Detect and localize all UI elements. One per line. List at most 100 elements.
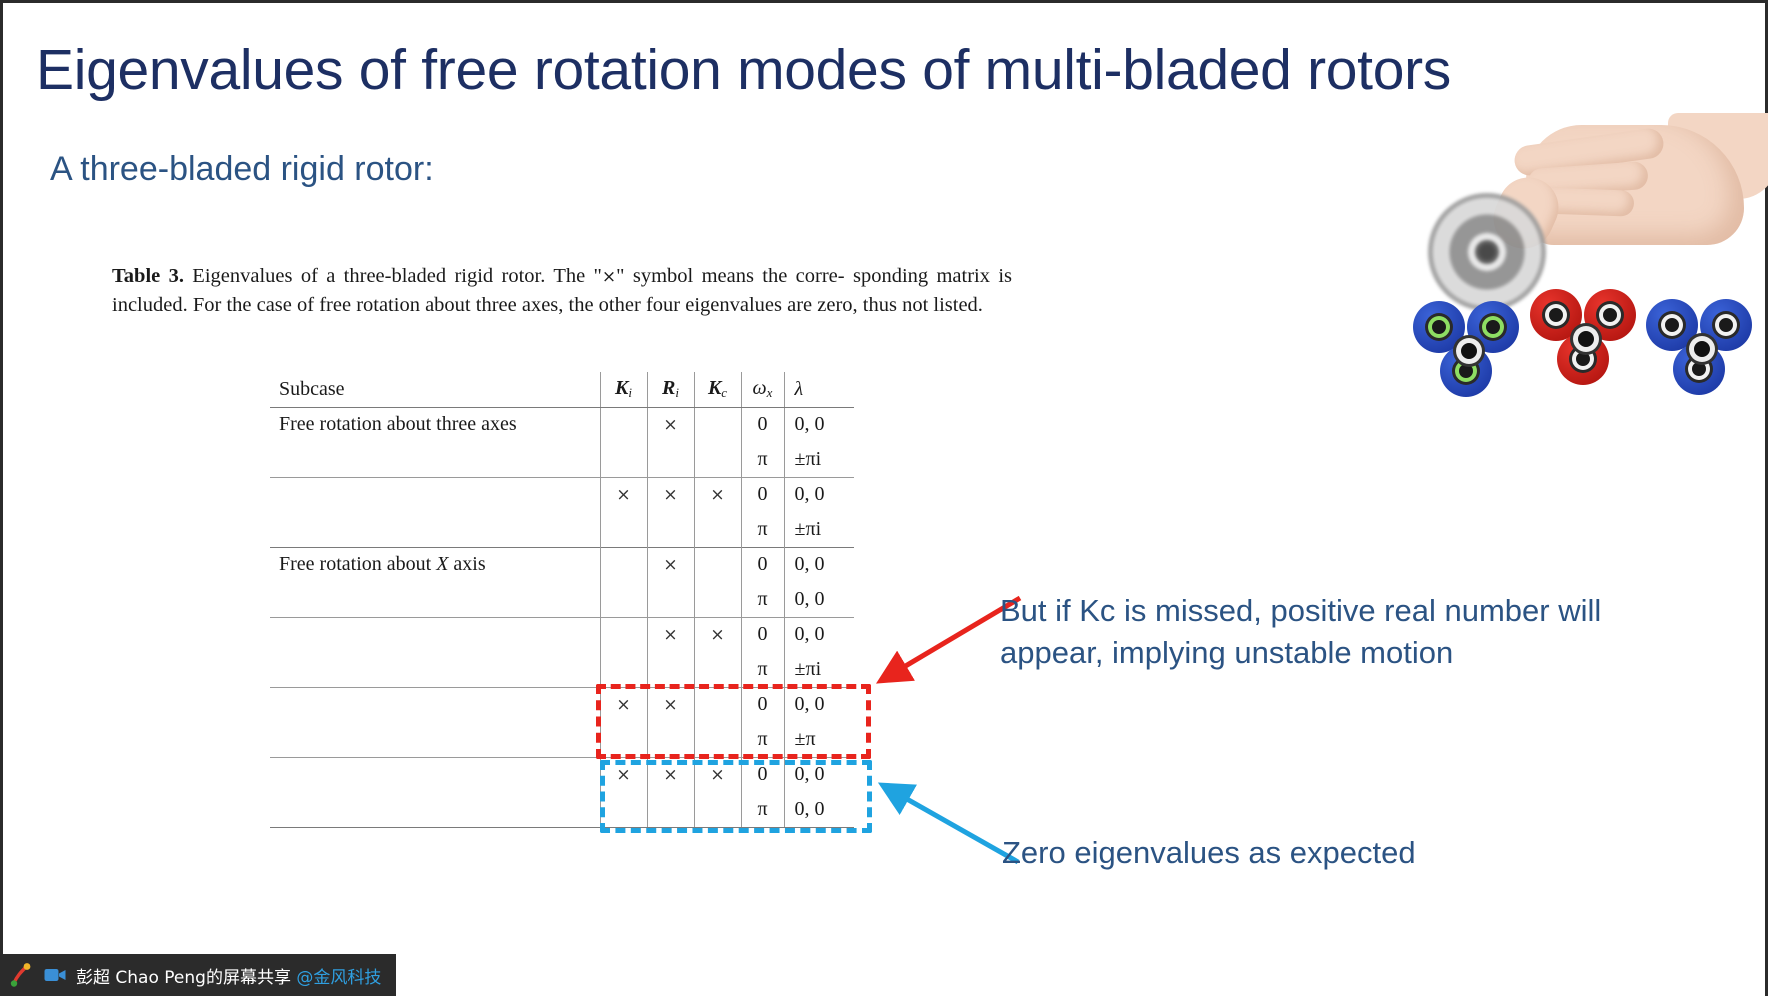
fidget-spinner-photo <box>1413 113 1768 415</box>
cell-kc: × <box>693 616 742 652</box>
cell-ri: × <box>646 476 695 512</box>
spinning-fidget-spinner <box>1428 193 1546 311</box>
cell-subcase <box>270 722 601 757</box>
header-ri: Ri <box>646 372 695 408</box>
cell-ri <box>646 442 695 477</box>
cell-wx: 0 <box>740 406 785 442</box>
camera-icon[interactable] <box>42 962 68 988</box>
spinner-cap <box>1715 314 1737 336</box>
cell-subcase <box>270 476 601 512</box>
cell-lambda: 0, 0 <box>783 546 854 582</box>
cell-kc <box>693 582 742 617</box>
cell-lambda: 0, 0 <box>783 582 854 617</box>
slide-subtitle: A three-bladed rigid rotor: <box>50 150 434 188</box>
cell-ki: × <box>599 756 648 792</box>
cell-lambda: 0, 0 <box>783 476 854 512</box>
cell-kc <box>693 792 742 828</box>
spinner-cap <box>1688 358 1710 380</box>
cell-wx: 0 <box>740 546 785 582</box>
cell-ki: × <box>599 686 648 722</box>
cell-wx: π <box>740 722 785 757</box>
cell-lambda: 0, 0 <box>783 406 854 442</box>
arrow-red-icon <box>875 595 1022 684</box>
cell-ri: × <box>646 616 695 652</box>
annotation-zero-line1: Zero eigenvalues as expected <box>1002 835 1416 870</box>
cell-subcase: Free rotation about three axes <box>270 406 601 442</box>
cell-wx: 0 <box>740 476 785 512</box>
spinner-cap <box>1455 360 1477 382</box>
spinner-cap <box>1482 316 1504 338</box>
cell-subcase <box>270 756 601 792</box>
cell-wx: 0 <box>740 616 785 652</box>
cell-subcase <box>270 792 601 828</box>
annotation-unstable-motion: But if Kc is missed, positive real numbe… <box>1000 590 1700 674</box>
table-caption-line2: sponding matrix is included. For the cas… <box>112 265 1013 316</box>
spinner-hub <box>1689 336 1715 362</box>
cell-subcase: Free rotation about X axis <box>270 546 601 582</box>
fidget-spinner-red-middle <box>1530 289 1638 385</box>
cell-ri: × <box>646 406 695 442</box>
cell-kc <box>693 686 742 722</box>
screen-share-owner: 彭超 Chao Peng的屏幕共享 <box>76 967 297 988</box>
spinner-cap <box>1428 316 1450 338</box>
cell-subcase <box>270 652 601 687</box>
cell-lambda: ±πi <box>783 442 854 477</box>
table-row: π±π <box>270 722 854 757</box>
header-ki: Ki <box>599 372 648 408</box>
spinner-cap <box>1545 304 1567 326</box>
cell-kc: × <box>693 476 742 512</box>
spinner-cap <box>1661 314 1683 336</box>
cell-wx: π <box>740 442 785 477</box>
cell-wx: 0 <box>740 756 785 792</box>
slide-title: Eigenvalues of free rotation modes of mu… <box>36 38 1451 102</box>
cell-subcase <box>270 582 601 617</box>
spinner-cap <box>1572 348 1594 370</box>
spinner-hub <box>1573 326 1599 352</box>
cell-lambda: 0, 0 <box>783 686 854 722</box>
header-kc: Kc <box>693 372 742 408</box>
window-frame-left <box>0 0 3 996</box>
annotation-unstable-line1: But if Kc is missed, positive real numbe… <box>1000 593 1602 628</box>
table-caption: Table 3. Eigenvalues of a three-bladed r… <box>112 262 1012 319</box>
cell-wx: π <box>740 582 785 617</box>
cell-ri <box>646 652 695 687</box>
cell-kc <box>693 652 742 687</box>
cell-ki <box>599 546 648 582</box>
screen-share-handle: @金风科技 <box>296 967 382 988</box>
cell-ri: × <box>646 546 695 582</box>
cell-ri <box>646 582 695 617</box>
cell-ri: × <box>646 686 695 722</box>
cell-ki <box>599 792 648 828</box>
cell-ki <box>599 722 648 757</box>
header-lambda: λ <box>783 372 854 408</box>
header-wx: ωx <box>740 372 785 408</box>
cell-wx: π <box>740 652 785 687</box>
fidget-spinner-blue-green-left <box>1413 301 1521 397</box>
arrow-blue-icon <box>877 782 1020 865</box>
screen-share-label: 彭超 Chao Peng的屏幕共享 @金风科技 <box>76 963 381 988</box>
cell-lambda: 0, 0 <box>783 616 854 652</box>
cell-subcase <box>270 442 601 477</box>
screen-share-taskbar[interactable]: 彭超 Chao Peng的屏幕共享 @金风科技 <box>0 954 396 996</box>
cell-ri <box>646 722 695 757</box>
screen-share-icon[interactable] <box>8 962 34 988</box>
cell-ki <box>599 406 648 442</box>
cell-ki <box>599 512 648 547</box>
cell-ri: × <box>646 756 695 792</box>
cell-kc: × <box>693 756 742 792</box>
cell-kc <box>693 546 742 582</box>
cell-ki <box>599 582 648 617</box>
window-frame-top <box>0 0 1768 3</box>
cell-lambda: ±πi <box>783 512 854 547</box>
cell-kc <box>693 722 742 757</box>
cell-lambda: ±π <box>783 722 854 757</box>
header-subcase: Subcase <box>270 372 601 408</box>
